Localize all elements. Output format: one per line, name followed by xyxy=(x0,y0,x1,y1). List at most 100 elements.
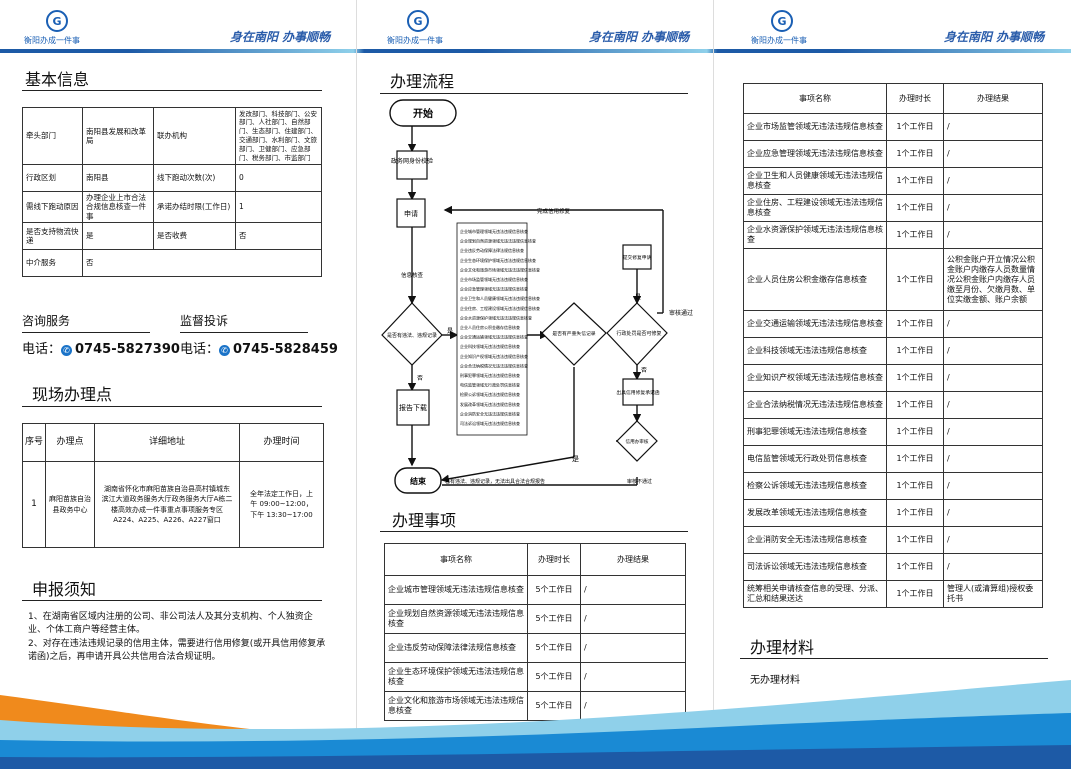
logo-text: 衡阳办成一件事 xyxy=(24,36,80,45)
consult-phone[interactable]: 0745-5827390 xyxy=(75,342,180,357)
flow-node-apply xyxy=(396,198,426,228)
flow-list-item: 电信监管领域无行政处罚信息核查 xyxy=(460,382,520,388)
phone-icon: ✆ xyxy=(61,345,73,356)
matters-header-time: 办理时长 xyxy=(527,543,581,576)
flow-node-end xyxy=(394,467,442,494)
phone-icon: ✆ xyxy=(219,345,231,356)
flow-list-item: 企业住房、工程建设领域无违法违规信息核查 xyxy=(460,305,540,311)
venue-cell-time: 全年法定工作日，上午 09:00~12:00，下午 13:30~17:00 xyxy=(239,461,324,548)
matter-name: 企业市场监管领域无违法违规信息核查 xyxy=(743,113,887,141)
supervise-underline xyxy=(180,332,308,333)
flow-list-item: 发展改革领域无违法违规信息核查 xyxy=(460,401,520,407)
consult-phone-row: 电话：✆0745-5827390 xyxy=(22,338,180,357)
section-title-flow: 办理流程 xyxy=(390,72,455,91)
matter-name: 企业水资源保护领域无违法违规信息核查 xyxy=(743,221,887,249)
matter-time: 1个工作日 xyxy=(886,445,944,473)
matter-name: 企业住房、工程建设领域无违法违规信息核查 xyxy=(743,194,887,222)
flow-list-item: 企业人员住房公积金缴存信息核查 xyxy=(460,324,520,330)
matters2-header-time: 办理时长 xyxy=(886,83,944,114)
flow-no-label: 否 xyxy=(417,375,423,382)
supervise-title: 监督投诉 xyxy=(180,314,229,328)
flow-yes-label-2: 是 xyxy=(572,455,579,463)
label-lead-dept: 牵头部门 xyxy=(22,107,83,165)
flow-report-label: 报告下载 xyxy=(399,403,427,412)
venue-header-address: 详细地址 xyxy=(94,423,240,462)
matter-result: / xyxy=(943,364,1043,392)
page-header-3: G 衡阳办成一件事 身在南阳 办事顺畅 xyxy=(714,0,1071,52)
matter-time: 1个工作日 xyxy=(886,526,944,554)
supervise-phone-row: 电话：✆0745-5828459 xyxy=(180,338,338,357)
logo-icon: G xyxy=(46,10,68,32)
flow-issue-label: 出具信用修复承诺函 xyxy=(616,389,659,396)
matter-time: 5个工作日 xyxy=(527,691,581,721)
notice-item: 1、在湖南省区域内注册的公司、非公司法人及其分支机构、个人独资企业、个体工商户等… xyxy=(28,612,313,636)
matter-name: 企业人员住房公积金缴存信息核查 xyxy=(743,248,887,311)
venue-header-time: 办理时间 xyxy=(239,423,324,462)
column-divider xyxy=(713,0,714,769)
section-title-basic-info: 基本信息 xyxy=(25,70,90,89)
matter-result: / xyxy=(943,310,1043,338)
flow-decision-fixable xyxy=(606,302,668,366)
basic-info-table: 牵头部门 南阳县发展和改革局 联办机构 发改部门、科技部门、公安部门、人社部门、… xyxy=(22,107,322,278)
label-offline-reason: 需线下跑动原因 xyxy=(22,190,83,224)
section-underline xyxy=(740,658,1048,659)
supervise-phone-label: 电话： xyxy=(180,342,220,357)
matter-name: 企业卫生和人员健康领域无违法违规信息核查 xyxy=(743,167,887,195)
matter-time: 1个工作日 xyxy=(886,194,944,222)
consult-underline xyxy=(22,332,150,333)
matter-name: 刑事犯罪领域无违法违规信息核查 xyxy=(743,418,887,446)
matter-name: 司法诉讼领域无违法违规信息核查 xyxy=(743,553,887,581)
section-underline xyxy=(22,406,322,407)
value-offline-visits: 0 xyxy=(235,164,322,192)
label-time-limit: 承诺办结时限(工作日) xyxy=(153,190,236,224)
flow-node-start xyxy=(389,99,457,127)
page-header-1: G 衡阳办成一件事 身在南阳 办事顺畅 xyxy=(0,0,357,52)
section-title-venue: 现场办理点 xyxy=(32,385,113,404)
flow-bottom-note: 若有违法、违规记录，无法出具合法合规报告 xyxy=(445,478,545,485)
matter-time: 1个工作日 xyxy=(886,499,944,527)
matter-result: / xyxy=(943,167,1043,195)
section-underline xyxy=(22,600,322,601)
notice-item: 2、对存在违法违规记录的信用主体，需要进行信用修复(或开具信用修复承诺函)之后，… xyxy=(28,639,326,663)
matter-name: 企业文化和旅游市场领域无违法违规信息核查 xyxy=(384,691,528,721)
matters2-header-name: 事项名称 xyxy=(743,83,887,114)
matter-name: 检察公诉领域无违法违规信息核查 xyxy=(743,472,887,500)
matter-result: / xyxy=(943,472,1043,500)
flow-fail-label: 审核不通过 xyxy=(627,478,652,485)
matter-time: 1个工作日 xyxy=(886,418,944,446)
flow-list-item: 企业科技领域无违法违规信息核查 xyxy=(460,343,520,349)
matter-result: / xyxy=(943,337,1043,365)
matter-time: 1个工作日 xyxy=(886,472,944,500)
flow-list-item: 检察公诉领域无违法违规信息核查 xyxy=(460,391,520,397)
matter-result: / xyxy=(943,113,1043,141)
matter-result: / xyxy=(580,604,686,634)
matter-name: 企业消防安全无违法违规信息核查 xyxy=(743,526,887,554)
logo-text: 衡阳办成一件事 xyxy=(751,36,807,45)
flow-apply-fix-label: 提交修复申请 xyxy=(623,254,652,261)
matter-result: / xyxy=(943,526,1043,554)
matter-result: / xyxy=(943,140,1043,168)
page-header-2: G 衡阳办成一件事 身在南阳 办事顺畅 xyxy=(357,0,714,52)
flow-end-label: 结束 xyxy=(410,476,427,486)
value-region: 南阳县 xyxy=(82,164,154,192)
supervise-phone[interactable]: 0745-5828459 xyxy=(233,342,338,357)
matter-result: / xyxy=(580,575,686,605)
matter-name: 发展改革领域无违法违规信息核查 xyxy=(743,499,887,527)
flowchart: 开始 政务网身份校验 申请 信息核查 是否有违法、违规记录 否 是 报告下载 结… xyxy=(381,99,693,494)
matter-name: 企业知识产权领域无违法违规信息核查 xyxy=(743,364,887,392)
flow-decision-credit xyxy=(616,420,658,462)
matter-time: 1个工作日 xyxy=(886,391,944,419)
value-fee: 否 xyxy=(235,222,322,251)
flow-yes-label: 是 xyxy=(447,328,453,335)
logo-icon: G xyxy=(771,10,793,32)
slogan: 身在南阳 办事顺畅 xyxy=(944,30,1045,44)
flow-list-item: 企业文化和旅游市场领域无违法违规信息核查 xyxy=(460,266,540,272)
flow-list-item: 企业应急管理领域无违法违规信息核查 xyxy=(460,286,528,292)
section-underline xyxy=(380,531,688,532)
